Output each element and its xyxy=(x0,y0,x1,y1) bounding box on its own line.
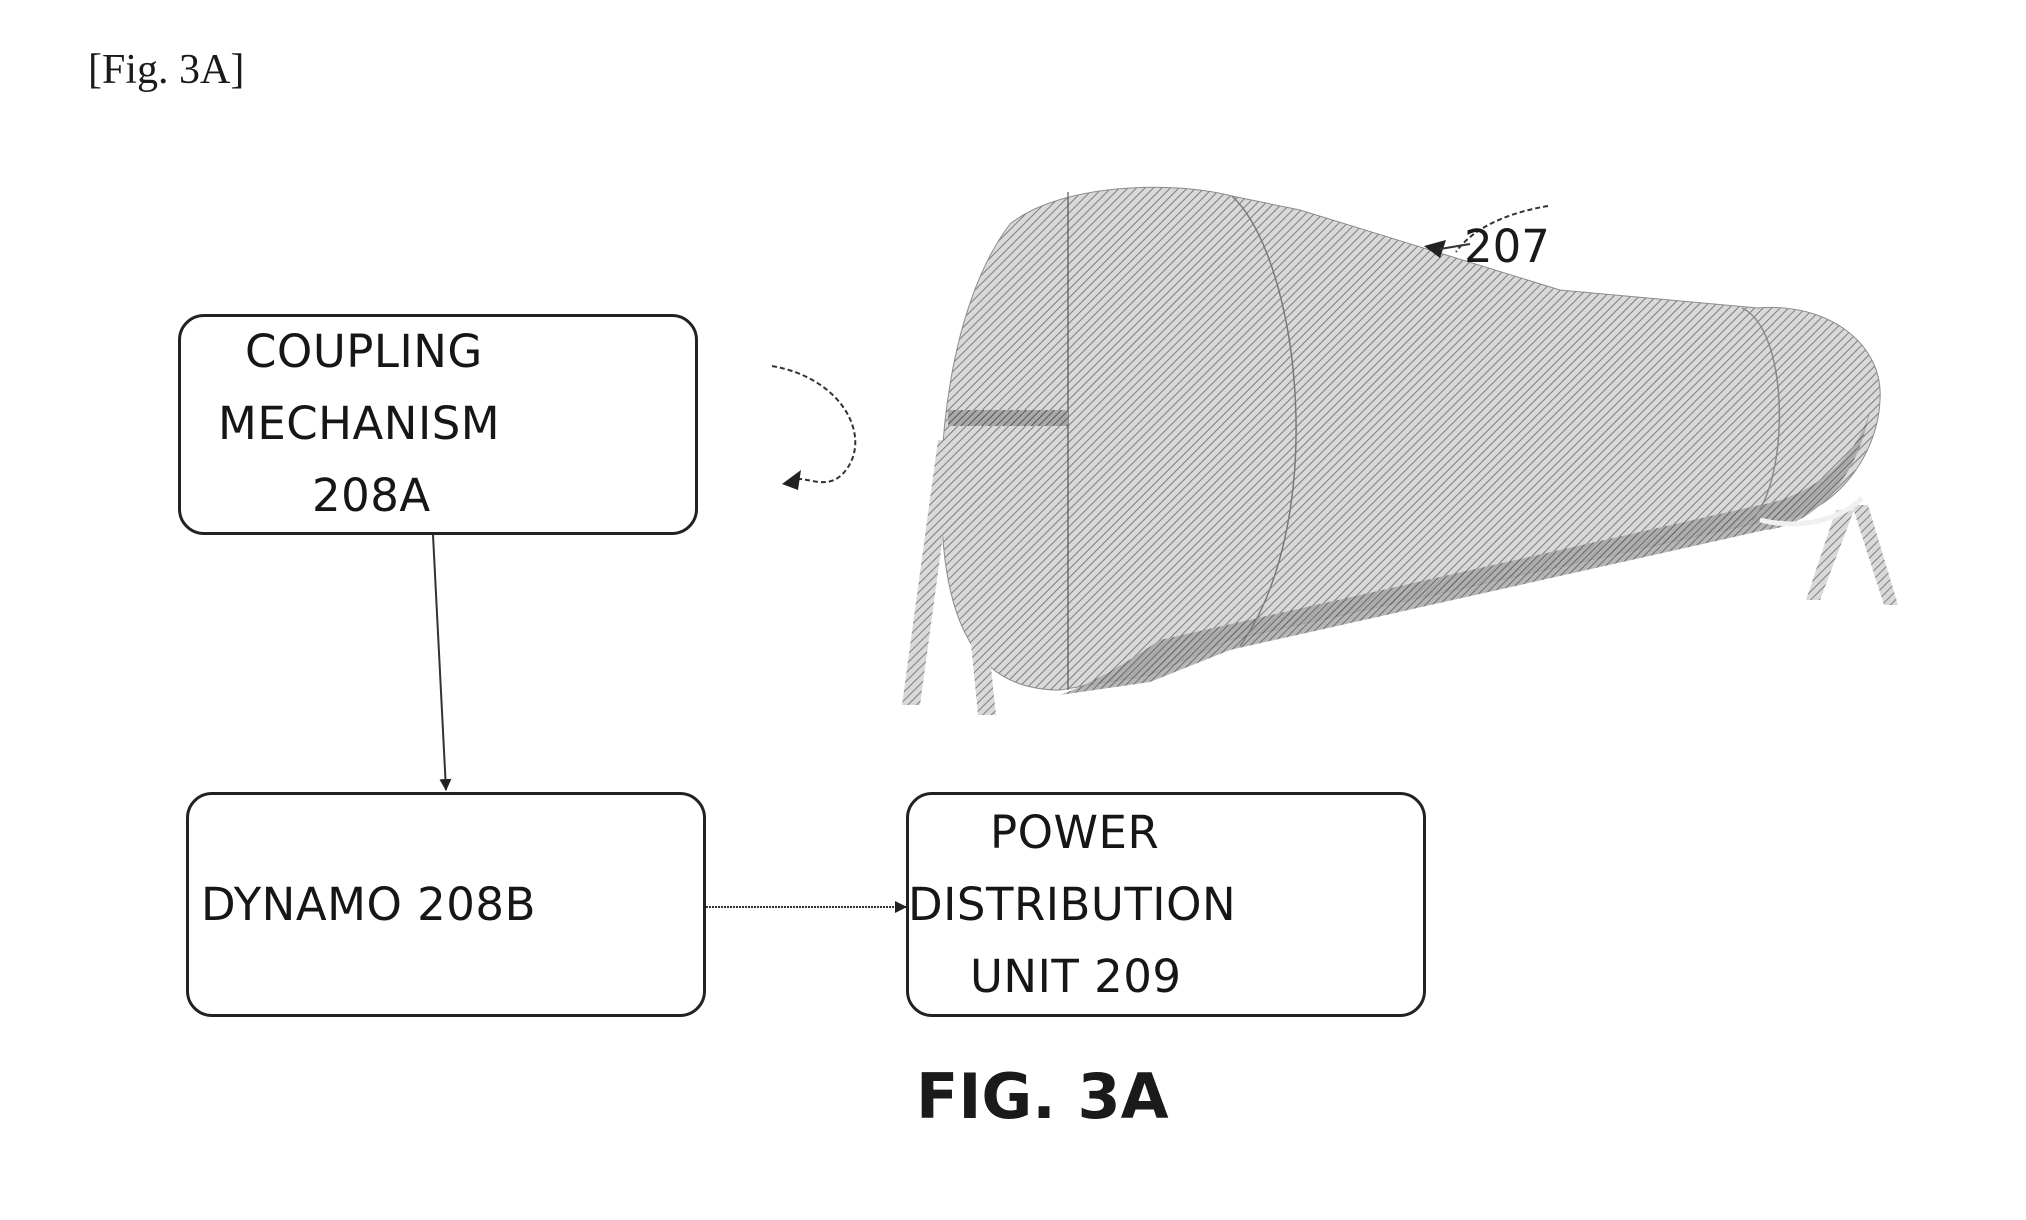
coupling-mechanism-label-line-3: 208A xyxy=(312,469,431,522)
coupling-mechanism-label-line-2: MECHANISM xyxy=(218,397,501,450)
turbine-drawing xyxy=(902,186,1898,715)
power-distribution-label-line-1: POWER xyxy=(990,806,1160,859)
dynamo-box xyxy=(186,792,706,1017)
figure-header: [Fig. 3A] xyxy=(88,47,245,93)
arrow-coupling-to-dynamo xyxy=(432,534,452,791)
coupling-mechanism-label-line-1: COUPLING xyxy=(245,325,483,378)
power-distribution-label-line-3: UNIT 209 xyxy=(970,950,1182,1003)
turbine-reference-label: 207 xyxy=(1464,220,1550,273)
coupling-mechanism-box xyxy=(178,314,698,535)
power-distribution-label-line-2: DISTRIBUTION xyxy=(908,878,1237,931)
power-distribution-box xyxy=(906,792,1426,1017)
rotation-arrow-icon xyxy=(771,365,857,490)
figure-caption: FIG. 3A xyxy=(916,1060,1169,1133)
dynamo-label: DYNAMO 208B xyxy=(201,878,536,931)
